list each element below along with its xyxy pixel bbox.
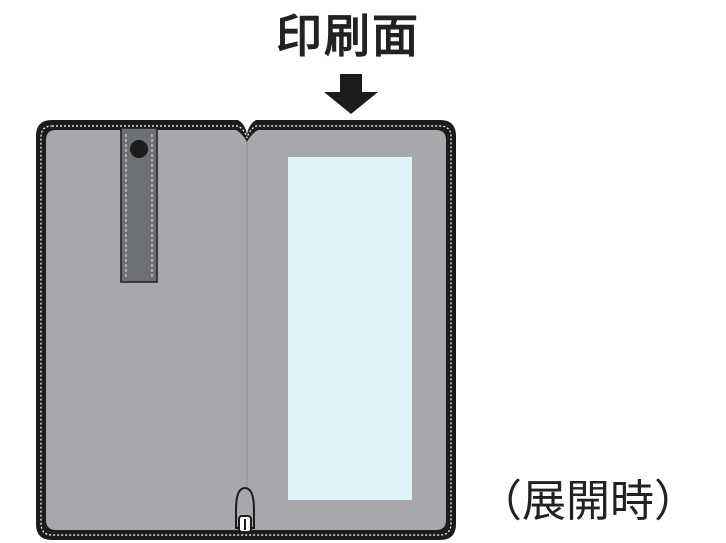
strap [120, 127, 158, 283]
print-side-label: 印刷面 [276, 9, 420, 63]
opened-state-label: （展開時） [478, 476, 698, 527]
print-area [288, 157, 412, 500]
snap-button-icon [130, 140, 148, 158]
arrow-down-icon [324, 74, 378, 114]
zipper-pull-icon [235, 486, 255, 533]
